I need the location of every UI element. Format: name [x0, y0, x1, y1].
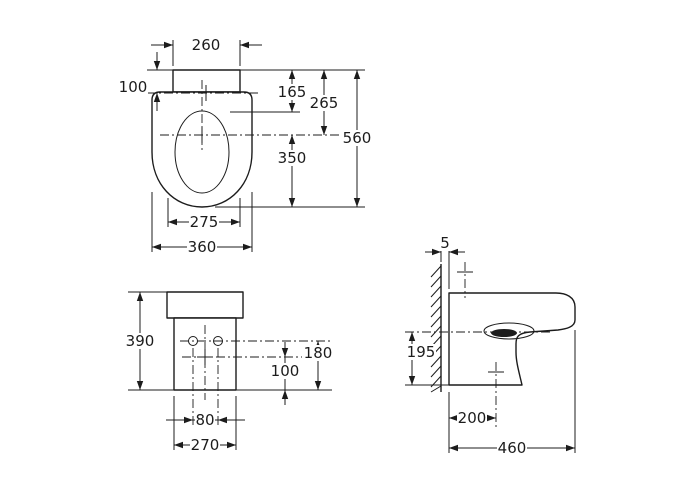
- wall-hatching: [430, 265, 442, 393]
- dim-label-460: 460: [498, 439, 527, 457]
- label-bg: [309, 95, 339, 111]
- front-view: 390 180 100 80 270: [125, 291, 333, 454]
- top-view: 260 100 165 265 560 350 275 360: [118, 36, 372, 256]
- label-bg: [270, 363, 300, 379]
- fixing-center-ticks-side: [457, 271, 504, 373]
- dim-label-265: 265: [310, 94, 339, 112]
- top-view-centerlines: [147, 80, 365, 150]
- dim-label-165: 165: [278, 83, 307, 101]
- side-view-extension-lines: [405, 246, 576, 453]
- dim-label-560: 560: [343, 129, 372, 147]
- side-view-labels: 5 195 200 460: [406, 234, 527, 457]
- label-bg: [187, 239, 217, 255]
- front-view-centerlines: [180, 325, 332, 428]
- label-bg: [438, 235, 452, 251]
- label-bg: [342, 130, 372, 146]
- label-bg: [195, 412, 215, 428]
- dim-label-195: 195: [407, 343, 436, 361]
- label-bg: [125, 333, 155, 349]
- label-bg: [497, 440, 527, 456]
- side-view-centerlines: [405, 262, 552, 428]
- dim-label-260: 260: [192, 36, 221, 54]
- bidet-rim-front: [166, 291, 244, 319]
- dim-label-390: 390: [126, 332, 155, 350]
- spout-detail: [491, 329, 517, 337]
- dim-label-80: 80: [195, 411, 214, 429]
- label-bg: [457, 410, 487, 426]
- dim-label-200: 200: [458, 409, 487, 427]
- dim-label-180: 180: [304, 344, 333, 362]
- dim-label-100: 100: [119, 78, 148, 96]
- label-bg: [277, 84, 307, 100]
- dim-label-360: 360: [188, 238, 217, 256]
- rim-opening-side: [483, 322, 535, 340]
- label-bg: [190, 437, 220, 453]
- dim-label-350: 350: [278, 149, 307, 167]
- front-view-labels: 390 180 100 80 270: [125, 332, 333, 454]
- label-bg: [277, 150, 307, 166]
- dim-label-5: 5: [440, 234, 450, 252]
- label-bg: [192, 37, 221, 53]
- label-bg: [406, 344, 436, 360]
- top-view-extension-lines: [147, 40, 365, 252]
- side-view: 5 195 200 460: [405, 234, 576, 457]
- label-bg: [303, 345, 333, 361]
- label-bg: [118, 79, 148, 95]
- top-view-labels: 260 100 165 265 560 350 275 360: [118, 36, 372, 256]
- label-bg: [189, 214, 219, 230]
- dim-label-270: 270: [191, 436, 220, 454]
- dim-label-100-front: 100: [271, 362, 300, 380]
- dim-label-275: 275: [190, 213, 219, 231]
